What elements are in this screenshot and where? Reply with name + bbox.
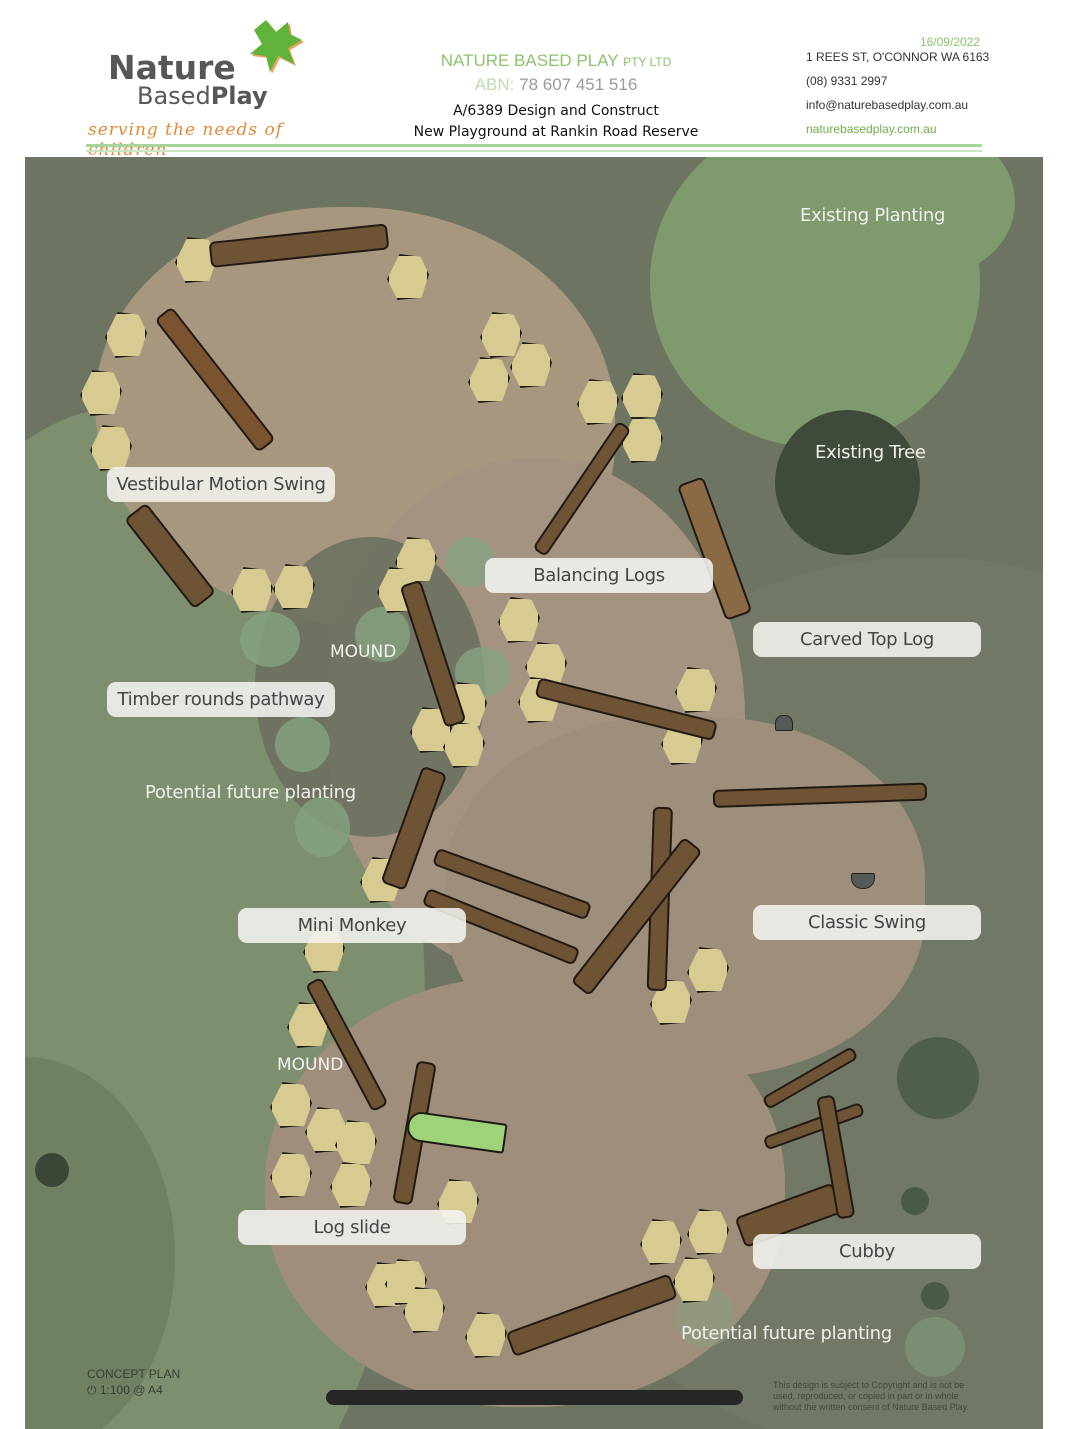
existing-tree-canopy (775, 410, 920, 555)
scale-line: ⏻ 1:100 @ A4 (87, 1382, 180, 1398)
label-classic-swing: Classic Swing (753, 905, 981, 940)
tree-dot-right-1 (901, 1187, 929, 1215)
label-cubby: Cubby (753, 1234, 981, 1269)
tree-dot-left (35, 1153, 69, 1187)
project-number-title: A/6389 Design and Construct (453, 103, 659, 119)
document-date: 16/09/2022 (919, 35, 980, 49)
tree-canopy-right (897, 1037, 979, 1119)
abn-value: 78 607 451 516 (519, 75, 638, 94)
company-address: 1 REES ST, O'CONNOR WA 6163 (806, 50, 990, 64)
company-website: naturebasedplay.com.au (806, 122, 937, 136)
project-site-title: New Playground at Rankin Road Reserve (413, 124, 699, 140)
header-divider-thin (86, 150, 982, 152)
shrub (275, 717, 330, 772)
logo-word-nature: Nature (108, 48, 236, 87)
swing-seat-top (775, 715, 793, 731)
boulder (621, 417, 663, 463)
nature-based-play-logo: Nature BasedPlay serving the needs of ch… (86, 20, 326, 160)
label-log-slide: Log slide (238, 1210, 466, 1245)
header-divider (86, 144, 982, 147)
tree-dot-right-2 (921, 1282, 949, 1310)
existing-planting-canopy-2 (845, 157, 1015, 277)
abn: ABN: 78 607 451 516 (410, 75, 702, 95)
existing-tree-label: Existing Tree (815, 442, 926, 463)
shrub (240, 612, 300, 667)
concept-plan-drawing: Existing Planting Existing Tree MOUND MO… (25, 157, 1043, 1429)
home-indicator-bar[interactable] (326, 1390, 743, 1405)
potential-planting-left-label: Potential future planting (145, 782, 356, 803)
document-header: Nature BasedPlay serving the needs of ch… (0, 0, 1071, 160)
logo-word-based: Based (137, 82, 211, 110)
concept-plan-block: CONCEPT PLAN ⏻ 1:100 @ A4 (87, 1366, 180, 1398)
swing-seat-bottom (851, 873, 875, 889)
label-balancing-logs: Balancing Logs (485, 558, 713, 593)
existing-planting-label: Existing Planting (800, 205, 946, 226)
company-email: info@naturebasedplay.com.au (806, 98, 969, 112)
company-name-text: NATURE BASED PLAY (440, 51, 619, 70)
company-phone: (08) 9331 2997 (806, 74, 888, 88)
label-vestibular-motion-swing: Vestibular Motion Swing (107, 467, 335, 502)
mound-label-top: MOUND (330, 642, 397, 662)
scale-value: 1:100 @ A4 (99, 1383, 163, 1397)
shrub (295, 797, 350, 857)
shrub (905, 1317, 965, 1377)
company-name: NATURE BASED PLAY PTY LTD (410, 51, 702, 71)
company-suffix: PTY LTD (623, 55, 672, 69)
label-carved-top-log: Carved Top Log (753, 622, 981, 657)
copyright-notice: This design is subject to Copyright and … (773, 1380, 969, 1412)
concept-plan-title: CONCEPT PLAN (87, 1367, 181, 1381)
north-arrow-icon: ⏻ (87, 1383, 97, 1397)
logo-word-based-play: BasedPlay (137, 82, 268, 110)
abn-label: ABN: (474, 75, 515, 94)
label-mini-monkey: Mini Monkey (238, 908, 466, 943)
logo-word-play: Play (210, 82, 268, 110)
shrub (355, 607, 410, 662)
boulder (621, 373, 663, 419)
mound-label-bottom: MOUND (277, 1055, 344, 1075)
green-star-figure-icon (250, 20, 304, 74)
logo-tagline: serving the needs of children (88, 120, 284, 160)
potential-planting-bottom-label: Potential future planting (681, 1323, 892, 1344)
label-timber-rounds-pathway: Timber rounds pathway (107, 682, 335, 717)
